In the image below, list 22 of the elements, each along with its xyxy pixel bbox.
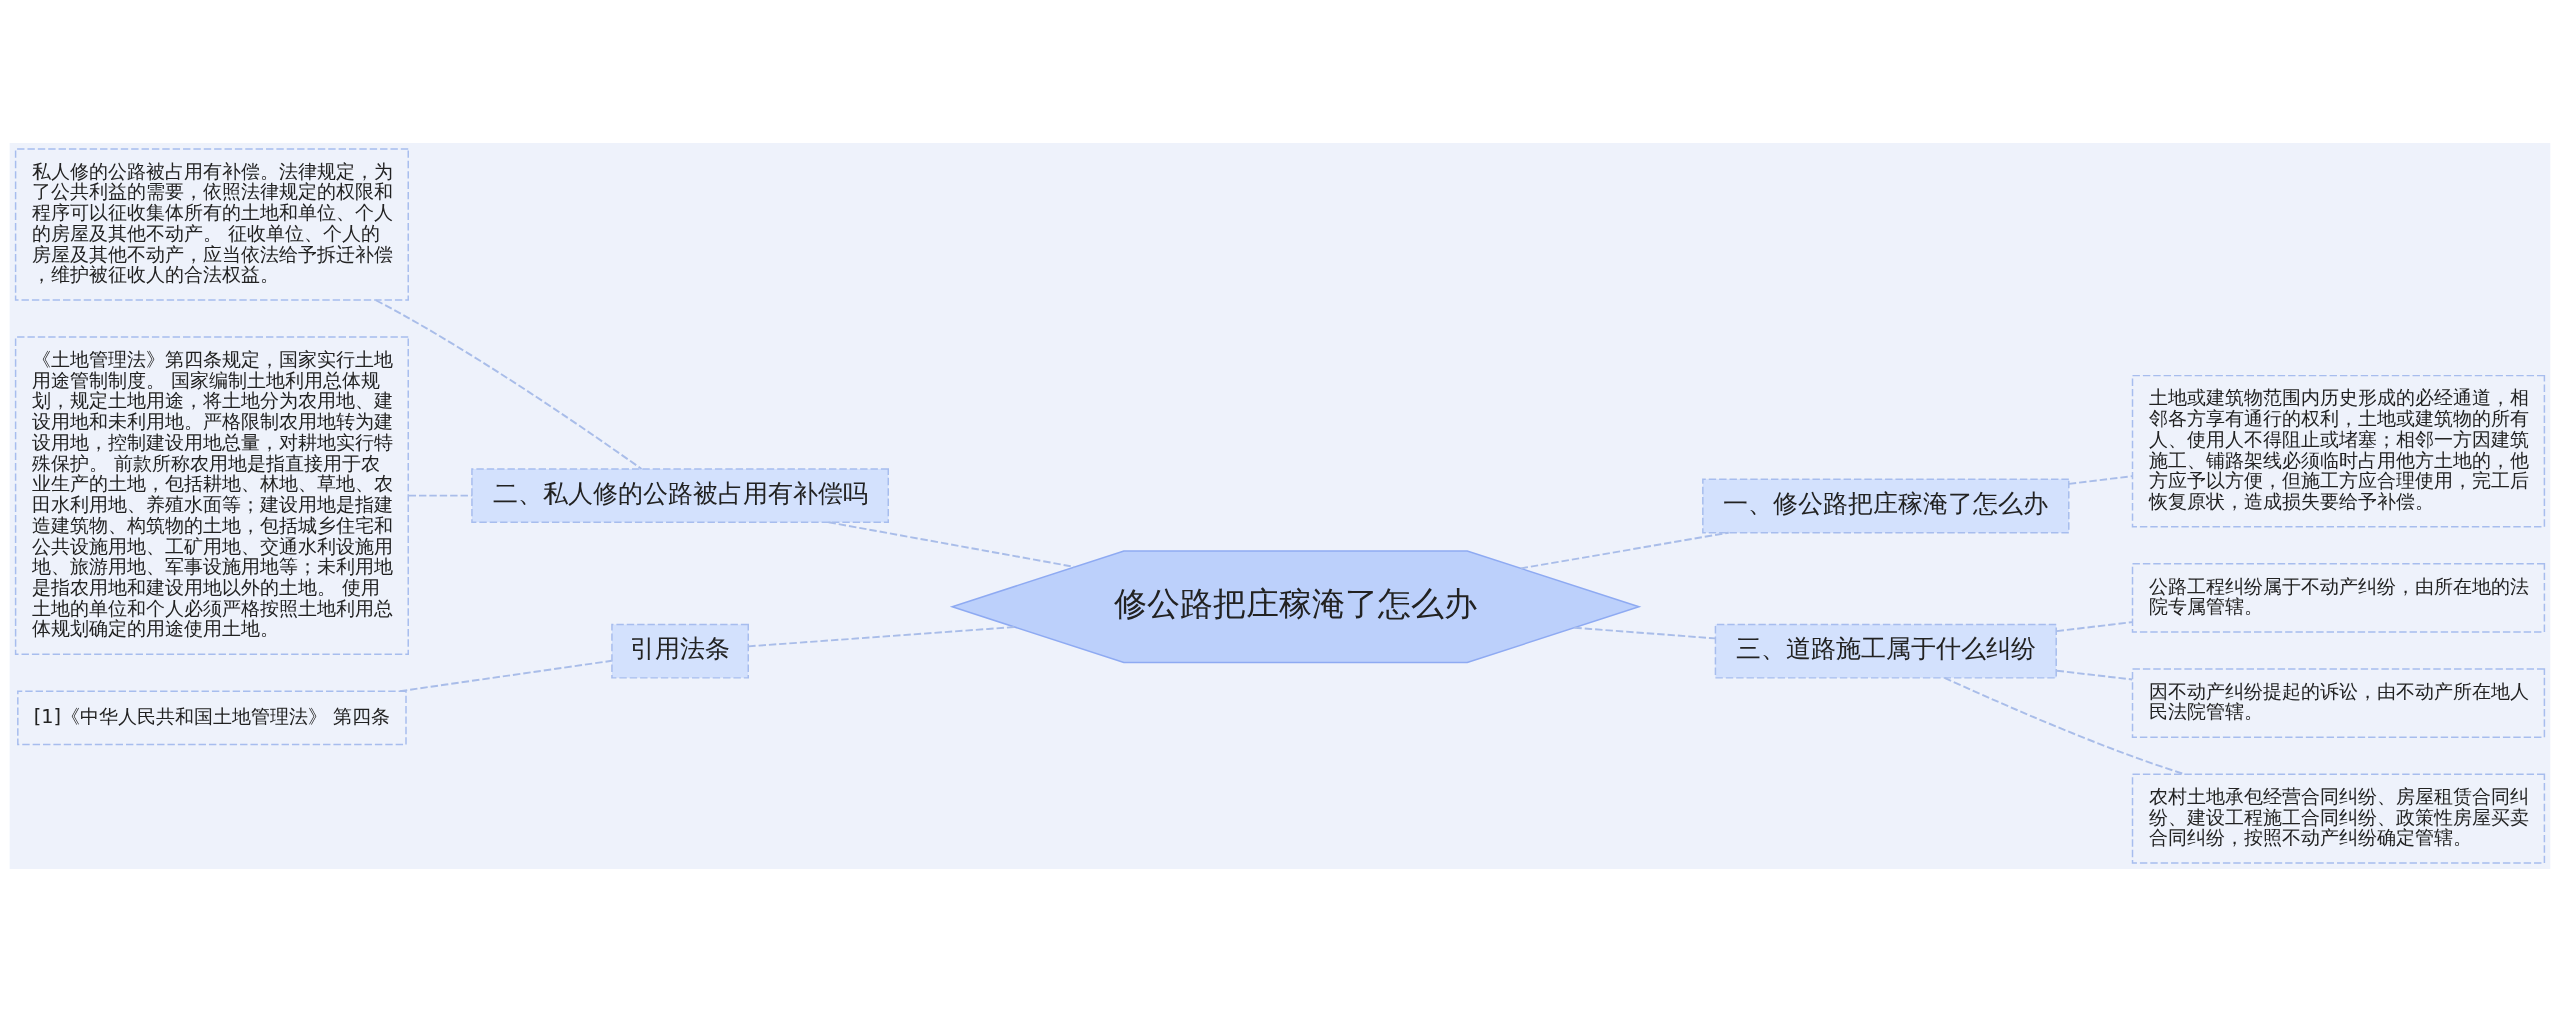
node-box: 一、修公路把庄稼淹了怎么办 xyxy=(1702,478,2070,534)
node-box: 土地或建筑物范围内历史形成的必经通道，相邻各方享有通行的权利，土地或建筑物的所有人、使用人不得阻止或堵塞；相邻一方因建筑施工、铺路架线必须临时占用他方土地的，他方应予以方便，但施工方应合理使用，完工后恢复原状，造成损失要给予补偿。 xyxy=(2131,374,2546,528)
connector xyxy=(827,521,1076,568)
node-box: 三、道路施工属于什么纠纷 xyxy=(1714,623,2057,679)
node-box: 二、私人修的公路被占用有补偿吗 xyxy=(471,468,889,524)
connector xyxy=(747,626,1016,648)
connector xyxy=(2055,669,2134,681)
connector xyxy=(407,494,473,497)
node-box: 因不动产纠纷提起的诉讼，由不动产所在地人民法院管辖。 xyxy=(2131,668,2546,738)
connector xyxy=(1519,531,1730,570)
connector xyxy=(374,299,643,470)
node-box: 引用法条 xyxy=(611,623,749,679)
connector xyxy=(1943,676,2185,776)
node-box: 《土地管理法》第四条规定，国家实行土地用途管制制度。 国家编制土地利用总体规划，规定土地用途，将土地分为农用地、建设用地和未利用地。严格限制农用地转为建设用地，控制建设用地总量，对耕地实行特殊保护。 前款所称农用地是指直接用于农业生产的土地，包括耕地、林地、草地、农田水利用地、养殖水面等；建设用地是指建造建筑物、构筑物的土地，包括城乡住宅和公共设施用地、工矿用地、交通水利设施用地、旅游用地、军事设施用地等；未利用地是指农用地和建设用地以外的土地。 使用土地的单位和个人必须严格按照土地利用总体规划确定的用途使用土地。 xyxy=(14,336,409,655)
connector xyxy=(2055,621,2134,633)
connector xyxy=(2067,475,2134,485)
node-box: 农村土地承包经营合同纠纷、房屋租赁合同纠纷、建设工程施工合同纠纷、政策性房屋买卖合同纠纷，按照不动产纠纷确定管辖。 xyxy=(2131,773,2546,864)
node-box: 公路工程纠纷属于不动产纠纷，由所在地的法院专属管辖。 xyxy=(2131,563,2546,633)
connector xyxy=(399,659,613,693)
node-box: 私人修的公路被占用有补偿。法律规定，为了公共利益的需要，依照法律规定的权限和程序可以征收集体所有的土地和单位、个人的房屋及其他不动产。 征收单位、个人的房屋及其他不动产，应当依法给予拆迁补偿，维护被征收人的合法权益。 xyxy=(14,148,409,301)
node-box: [1]《中华人民共和国土地管理法》 第四条 xyxy=(17,690,407,746)
connector xyxy=(1573,626,1717,640)
